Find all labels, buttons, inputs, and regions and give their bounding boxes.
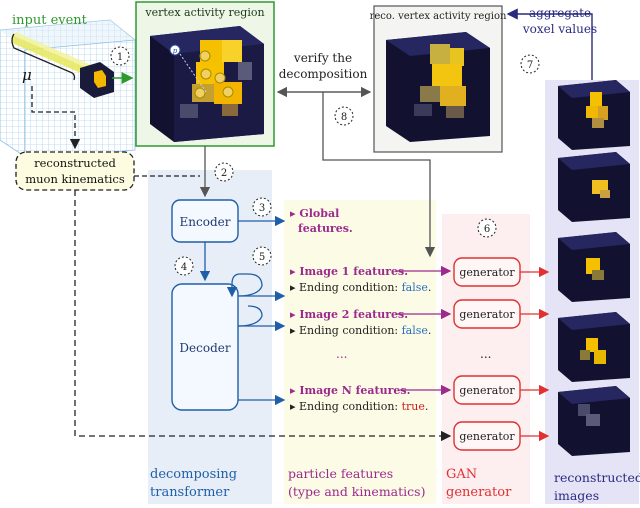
step-7: 7 (520, 54, 540, 74)
recon-cube-3 (558, 232, 630, 302)
arrow-mu-to-kinematics (31, 86, 81, 150)
generator-1: generator (453, 257, 521, 287)
particle-label-2: (type and kinematics) (288, 484, 425, 499)
vertex-region-cube (150, 26, 264, 142)
reco-region-cube (386, 32, 490, 142)
arrow-verify-down (322, 92, 436, 258)
particle-features-panel (284, 200, 436, 504)
recon-cube-5 (558, 386, 630, 456)
recon-cube-1 (558, 80, 630, 150)
decoder-loop-arrow (226, 273, 263, 298)
svg-text:4: 4 (181, 262, 187, 273)
step-2: 2 (214, 162, 234, 182)
step-1: 1 (110, 46, 130, 66)
input-event-label: input event (12, 13, 88, 28)
imagen-features: ▸ Image N features. (290, 384, 410, 397)
vertex-region-label: vertex activity region (144, 6, 264, 19)
muon-label-1: reconstructed (34, 156, 116, 170)
decoder-label: Decoder (179, 341, 230, 355)
decomposing-label-2: transformer (150, 485, 230, 500)
svg-text:8: 8 (341, 112, 347, 123)
recon-cube-2 (558, 152, 630, 222)
gan-label-1: GAN (446, 467, 477, 482)
image2-ending: ▸ Ending condition: false. (290, 324, 431, 337)
gan-label-2: generator (446, 485, 512, 500)
decoder-box (171, 283, 239, 411)
encoder-label: Encoder (180, 215, 231, 229)
svg-text:5: 5 (259, 252, 265, 263)
global-features-2: features. (298, 222, 353, 235)
generator-muon: generator (453, 421, 521, 451)
decomposing-label-1: decomposing (150, 467, 237, 482)
verify-label-2: decomposition (279, 67, 368, 81)
arrow-kinematics-to-generator (74, 190, 452, 442)
reconstructed-label-2: images (554, 488, 599, 503)
recon-cube-4 (558, 312, 630, 382)
step-8: 8 (334, 106, 354, 126)
image1-features: ▸ Image 1 features. (290, 265, 408, 278)
global-features-1: ▸ Global (290, 207, 339, 220)
step-3: 3 (252, 197, 272, 217)
reconstructed-label-1: reconstructed (554, 470, 640, 485)
svg-text:6: 6 (484, 224, 490, 235)
svg-text:2: 2 (221, 168, 227, 179)
reco-region-label: reco. vertex activity region (370, 11, 507, 22)
verify-label-1: verify the (293, 51, 352, 65)
arrow-aggregate (506, 8, 593, 80)
step-6: 6 (477, 218, 497, 238)
muon-brace (11, 33, 76, 81)
svg-text:7: 7 (527, 60, 533, 71)
image2-features: ▸ Image 2 features. (290, 308, 408, 321)
mu-symbol: μ (22, 66, 32, 84)
svg-text:generator: generator (459, 384, 515, 397)
proton-label: p (173, 47, 178, 55)
svg-text:3: 3 (259, 203, 265, 214)
decoder-loop-2 (237, 305, 263, 327)
svg-text:generator: generator (459, 266, 515, 279)
particle-label-1: particle features (288, 466, 393, 481)
generator-2: generator (453, 299, 521, 329)
muon-label-2: muon kinematics (25, 172, 125, 186)
features-ellipsis: ... (336, 347, 347, 361)
generator-ellipsis: ... (480, 347, 491, 361)
aggregate-label-2: voxel values (522, 22, 597, 36)
input-event-cube (0, 19, 136, 161)
image1-ending: ▸ Ending condition: false. (290, 281, 431, 294)
imagen-ending: ▸ Ending condition: true. (290, 400, 428, 413)
step-4: 4 (174, 256, 194, 276)
aggregate-label-1: aggregate (529, 6, 591, 20)
svg-text:generator: generator (459, 308, 515, 321)
svg-text:1: 1 (117, 52, 123, 63)
svg-text:generator: generator (459, 430, 515, 443)
generator-n: generator (453, 375, 521, 405)
step-5: 5 (252, 246, 272, 266)
